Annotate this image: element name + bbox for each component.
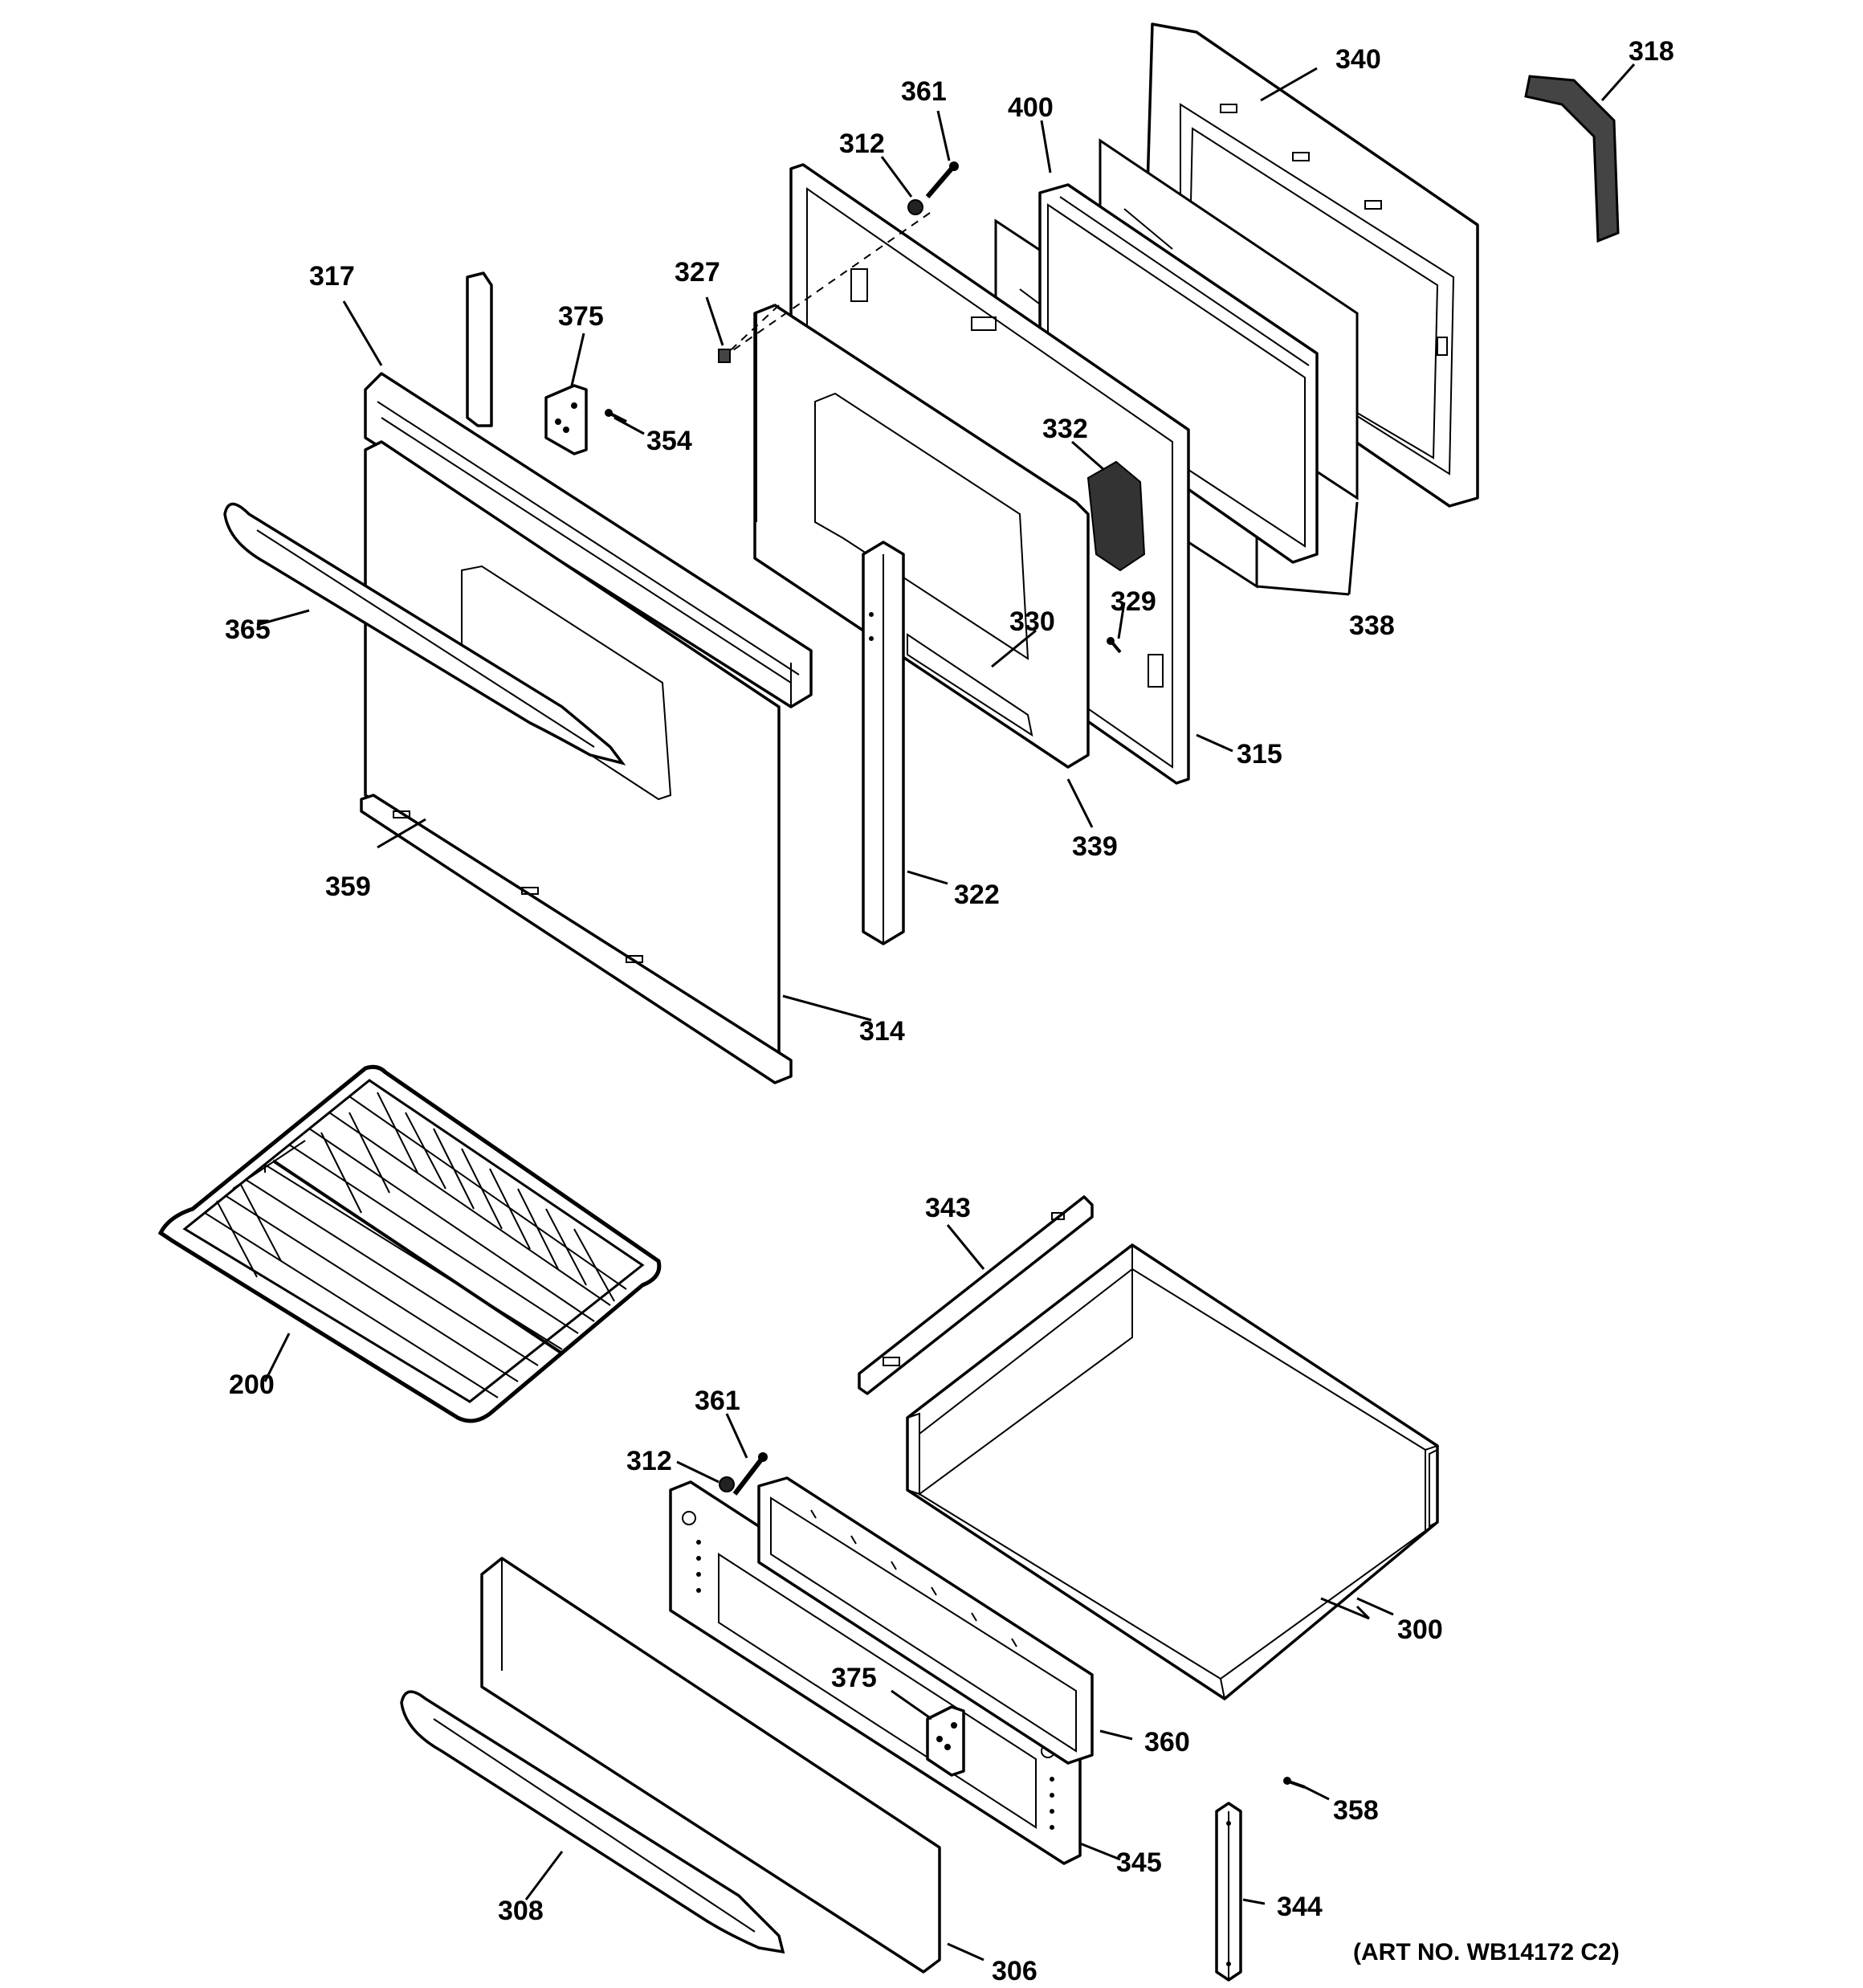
callout-300: 300 <box>1397 1614 1443 1645</box>
callout-200: 200 <box>229 1370 275 1400</box>
callout-354: 354 <box>646 426 692 456</box>
part-344-drawer-support <box>1215 1802 1242 1982</box>
callout-375-bottom: 375 <box>831 1663 877 1693</box>
part-360-drawer-liner <box>757 1476 1094 1765</box>
part-345-drawer-front-frame <box>669 1480 1082 1865</box>
callout-322: 322 <box>954 880 1000 910</box>
part-vertical-bracket <box>466 271 493 427</box>
part-354-screw <box>605 409 627 423</box>
part-312-washer-top <box>907 199 923 215</box>
part-322-side-trim <box>862 541 905 945</box>
callout-365: 365 <box>225 614 271 645</box>
callout-400: 400 <box>1008 92 1054 123</box>
callout-315: 315 <box>1237 739 1282 769</box>
art-number: (ART NO. WB14172 C2) <box>1353 1939 1620 1966</box>
part-343-drawer-slide <box>858 1195 1094 1395</box>
part-327-clip <box>718 349 731 363</box>
part-375-hinge-bottom <box>926 1705 965 1777</box>
part-329-screw <box>1107 637 1122 654</box>
callout-361-bottom: 361 <box>695 1386 740 1416</box>
callout-312-bottom: 312 <box>626 1446 672 1476</box>
callout-338: 338 <box>1349 610 1395 641</box>
part-306-drawer-front <box>480 1557 941 1974</box>
callout-318: 318 <box>1629 36 1674 67</box>
part-317-control-panel <box>364 372 813 708</box>
callout-312-top: 312 <box>839 129 885 159</box>
part-308-drawer-handle <box>400 1690 785 1954</box>
callout-339: 339 <box>1072 831 1118 862</box>
callout-361-top: 361 <box>901 76 947 107</box>
callout-306: 306 <box>992 1956 1037 1986</box>
callout-345: 345 <box>1116 1847 1162 1878</box>
callout-308: 308 <box>498 1896 544 1926</box>
part-200-oven-rack <box>157 1064 662 1423</box>
callout-375-top: 375 <box>558 301 604 332</box>
callout-327: 327 <box>675 257 720 288</box>
part-339-door-panel <box>753 304 1090 769</box>
part-361-screw-top <box>925 161 959 198</box>
callout-329: 329 <box>1111 586 1156 617</box>
part-318-gasket <box>1524 75 1620 243</box>
part-358-screw <box>1283 1777 1306 1789</box>
alignment-lines <box>722 212 931 522</box>
callout-340: 340 <box>1335 44 1381 75</box>
callout-358: 358 <box>1333 1795 1379 1826</box>
callout-344: 344 <box>1277 1892 1323 1922</box>
part-359-bottom-trim <box>360 794 793 1084</box>
callout-labels: 340 318 400 361 312 327 317 375 354 332 … <box>225 36 1674 1986</box>
callout-360: 360 <box>1144 1727 1190 1757</box>
part-332-insulation <box>1086 460 1146 572</box>
callout-343: 343 <box>925 1193 971 1223</box>
part-375-hinge-top <box>544 384 588 455</box>
part-330-window <box>907 633 1033 737</box>
callout-330: 330 <box>1009 606 1055 637</box>
part-365-door-handle <box>223 502 626 765</box>
part-361-screw-bottom <box>732 1452 768 1496</box>
leader-lines <box>256 63 1636 1961</box>
callout-359: 359 <box>325 872 371 902</box>
callout-314: 314 <box>859 1016 905 1047</box>
part-312-washer-bottom <box>719 1476 735 1492</box>
callout-317: 317 <box>309 261 355 292</box>
part-300-drawer-box <box>906 1243 1440 1700</box>
callout-332: 332 <box>1042 414 1088 444</box>
